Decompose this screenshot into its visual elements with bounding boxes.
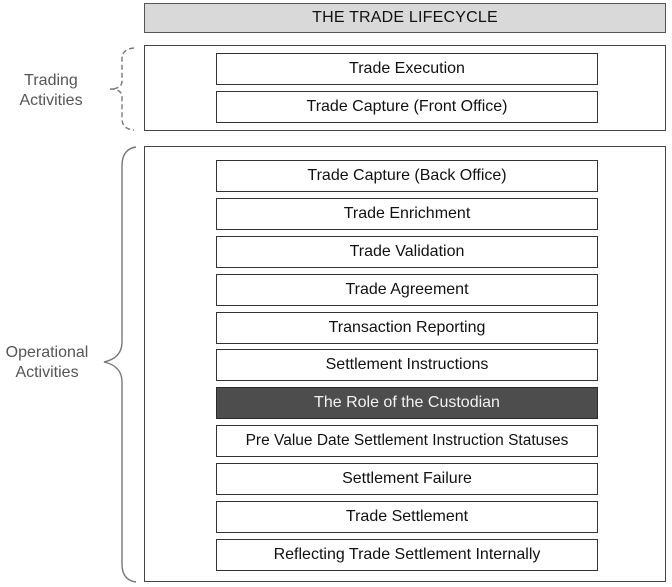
step-trade-validation: Trade Validation <box>216 236 598 268</box>
step-settlement-instructions: Settlement Instructions <box>216 349 598 381</box>
lifecycle-title: THE TRADE LIFECYCLE <box>144 3 666 33</box>
trading-brace <box>109 47 135 131</box>
operational-label-line2: Activities <box>15 364 79 381</box>
step-role-of-the-custodian: The Role of the Custodian <box>216 387 598 419</box>
step-trade-enrichment: Trade Enrichment <box>216 198 598 230</box>
trading-activities-label: Trading Activities <box>0 71 102 111</box>
step-reflecting-trade-settlement-internally: Reflecting Trade Settlement Internally <box>216 539 598 571</box>
operational-label-line1: Operational <box>5 344 89 361</box>
step-trade-capture-front-office: Trade Capture (Front Office) <box>216 91 598 123</box>
step-trade-capture-back-office: Trade Capture (Back Office) <box>216 160 598 192</box>
step-trade-execution: Trade Execution <box>216 53 598 85</box>
step-trade-settlement: Trade Settlement <box>216 501 598 533</box>
step-settlement-failure: Settlement Failure <box>216 463 598 495</box>
trading-label-line2: Activities <box>19 92 83 109</box>
operational-activities-label: Operational Activities <box>0 343 94 383</box>
trading-label-line1: Trading <box>24 72 78 89</box>
trading-activities-group: Trade Execution Trade Capture (Front Off… <box>144 45 666 131</box>
step-trade-agreement: Trade Agreement <box>216 274 598 306</box>
operational-activities-group: Trade Capture (Back Office) Trade Enrich… <box>144 146 666 582</box>
step-transaction-reporting: Transaction Reporting <box>216 312 598 344</box>
step-pre-value-date-statuses: Pre Value Date Settlement Instruction St… <box>216 425 598 457</box>
operational-brace <box>103 146 137 583</box>
